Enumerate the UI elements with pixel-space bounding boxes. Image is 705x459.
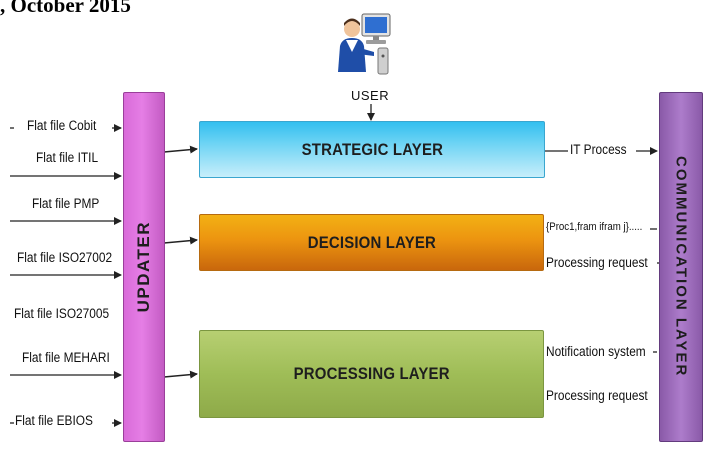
output-notification: Notification system — [546, 344, 646, 359]
decision-layer-label: DECISION LAYER — [307, 232, 436, 252]
input-pmp: Flat file PMP — [32, 196, 100, 211]
user-icon — [336, 12, 394, 78]
updater-bar: UPDATER — [123, 92, 165, 442]
updater-label: UPDATER — [134, 221, 153, 313]
header-fragment: , October 2015 — [0, 0, 131, 17]
communication-layer-label: COMMUNICATION LAYER — [672, 156, 690, 378]
input-ebios: Flat file EBIOS — [15, 413, 93, 428]
user-label: USER — [351, 88, 390, 103]
strategic-layer-label: STRATEGIC LAYER — [301, 139, 443, 159]
strategic-layer-box: STRATEGIC LAYER — [199, 121, 545, 178]
output-it-process: IT Process — [570, 142, 627, 157]
processing-layer-label: PROCESSING LAYER — [293, 364, 450, 383]
input-mehari: Flat file MEHARI — [22, 350, 110, 365]
input-iso27005: Flat file ISO27005 — [14, 306, 110, 321]
decision-layer-box: DECISION LAYER — [199, 214, 544, 271]
input-iso27002: Flat file ISO27002 — [17, 250, 113, 265]
processing-layer-box: PROCESSING LAYER — [199, 330, 544, 418]
input-cobit: Flat file Cobit — [27, 118, 97, 133]
output-decision-request: Processing request — [546, 255, 648, 270]
output-processing-request: Processing request — [546, 388, 648, 403]
input-itil: Flat file ITIL — [36, 150, 99, 165]
output-proc-list: {Proc1,fram ifram j}..... — [546, 221, 643, 233]
communication-layer-bar: COMMUNICATION LAYER — [659, 92, 703, 442]
